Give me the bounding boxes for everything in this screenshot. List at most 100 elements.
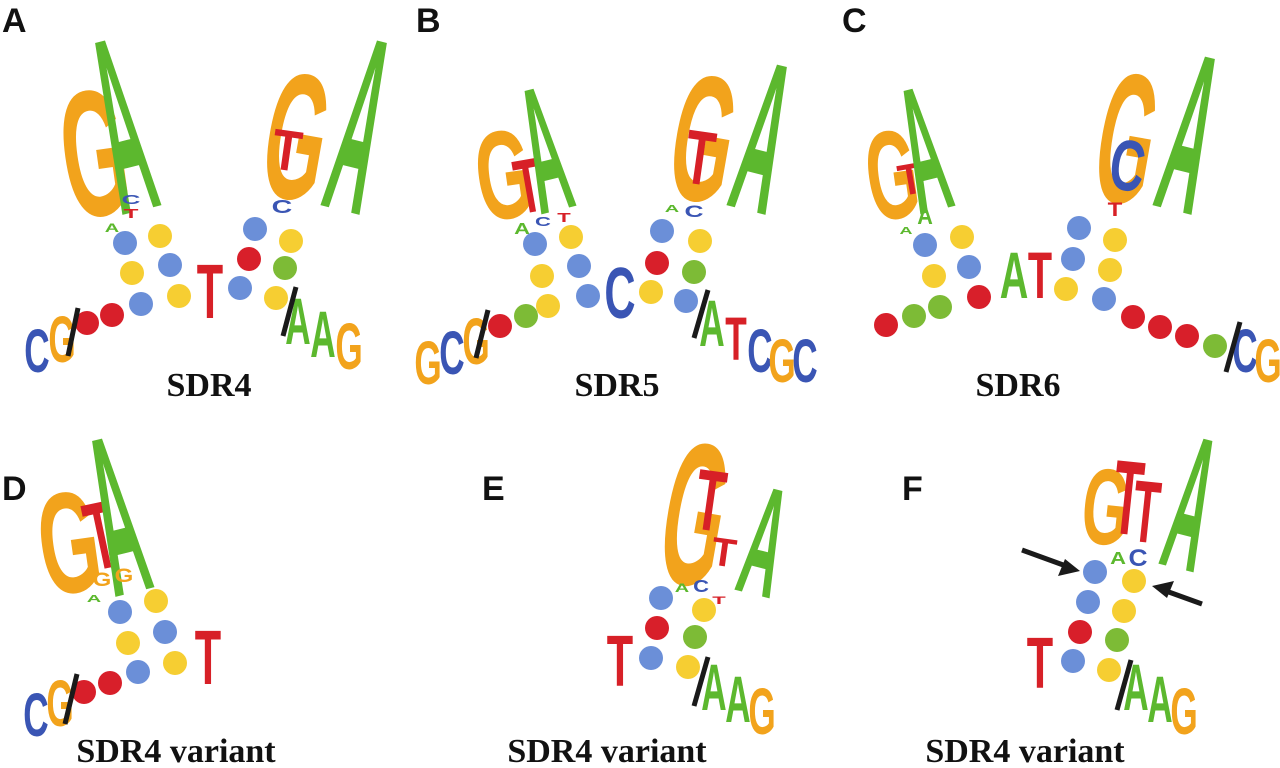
logo-letter: G [93,568,112,590]
nucleotide-dot [1121,305,1145,329]
panel-d: D G T A G G A T C G SDR4 variant [2,388,276,768]
nucleotide-dot [1092,287,1116,311]
logo-letter: G [768,327,795,396]
logo-letter: T [197,250,223,335]
nucleotide-dots-a [75,217,303,335]
logo-letter: T [712,594,726,607]
nucleotide-dot [237,247,261,271]
nucleotide-dot [116,631,140,655]
nucleotide-dot [98,671,122,695]
boundary-bar [691,656,711,707]
nucleotide-dot [153,620,177,644]
nucleotide-dot [273,256,297,280]
logo-letter: C [693,577,709,596]
nucleotide-dot [1061,247,1085,271]
nucleotide-dot [126,660,150,684]
logo-letter: A [1000,239,1029,313]
nucleotide-dot [536,294,560,318]
logo-letter: C [535,214,551,229]
logo-letter: T [557,210,570,225]
nucleotide-dot [264,286,288,310]
panel-c: C G T A A A G C A T A T C G [842,2,1280,404]
nucleotide-dots-f [1061,560,1146,682]
nucleotide-dots-e [639,586,716,679]
nucleotide-dot [1068,620,1092,644]
nucleotide-dot [148,224,172,248]
logo-letter: T [709,530,739,577]
panel-letter-c: C [842,2,867,40]
logo-letter: T [1108,198,1123,220]
nucleotide-dot [928,295,952,319]
nucleotide-dot [243,217,267,241]
logo-letter: A [665,204,679,215]
panel-b: B G T A A C T G T A A C C G C G A T C G … [414,2,817,404]
logo-letter: T [195,616,221,701]
logo-letter: G [1170,675,1197,749]
boundary-bar [65,307,81,357]
nucleotide-dot [144,589,168,613]
logo-letter: A [900,226,914,237]
nucleotide-dot [530,264,554,288]
logo-letter: C [24,317,49,386]
logo-letter: C [792,327,817,396]
nucleotide-dot [1175,324,1199,348]
caption-e: SDR4 variant [507,733,707,768]
nucleotide-dot [1203,334,1227,358]
nucleotide-dot [950,225,974,249]
caption-b: SDR5 [574,367,659,404]
logo-letter: A [310,298,335,372]
panel-letter-e: E [482,470,505,508]
logo-letter: G [335,310,362,384]
logo-letter: G [115,564,134,586]
panel-e: E G T T A A C T T A A G SDR4 variant [482,397,805,768]
nucleotide-dot [567,254,591,278]
boundary-bar [691,289,711,339]
logo-letter: A [105,222,120,235]
panel-letter-a: A [2,2,27,40]
nucleotide-dot [163,651,187,675]
caption-d: SDR4 variant [76,733,276,768]
nucleotide-dot [113,231,137,255]
nucleotide-dot [1122,569,1146,593]
nucleotide-dot [488,314,512,338]
nucleotide-dot [1061,649,1085,673]
nucleotide-dot [559,225,583,249]
nucleotide-dot [158,253,182,277]
nucleotide-dot [645,251,669,275]
nucleotide-dot [279,229,303,253]
caption-c: SDR6 [975,367,1060,404]
nucleotide-dot [902,304,926,328]
nucleotide-dot [650,219,674,243]
nucleotide-dot [639,646,663,670]
nucleotide-dot [688,229,712,253]
nucleotide-dot [1148,315,1172,339]
logo-letter: A [675,582,690,595]
logo-letter: G [1254,327,1280,396]
nucleotide-dot [72,680,96,704]
logo-letter: C [604,253,635,334]
logo-letter: C [23,681,48,750]
nucleotide-dot [576,284,600,308]
nucleotide-dot [683,625,707,649]
logo-letter: G [748,675,775,749]
logo-letter: A [514,221,530,238]
nucleotide-dot [1067,216,1091,240]
logo-letter: T [607,621,633,702]
boundary-bar [1114,659,1134,711]
nucleotide-dot [1076,590,1100,614]
nucleotide-dot [649,586,673,610]
nucleotide-dot [1097,658,1121,682]
nucleotide-dot [676,655,700,679]
nucleotide-dot [108,600,132,624]
nucleotide-dot [692,598,716,622]
nucleotide-dot [922,264,946,288]
nucleotide-dot [228,276,252,300]
nucleotide-dot [913,233,937,257]
nucleotide-dot [514,304,538,328]
nucleotide-dot [1083,560,1107,584]
caption-f: SDR4 variant [925,733,1125,768]
logo-letter: C [1128,545,1147,572]
logo-letter: T [1027,623,1053,704]
logo-letter: A [1147,663,1172,737]
nucleotide-dot [75,311,99,335]
